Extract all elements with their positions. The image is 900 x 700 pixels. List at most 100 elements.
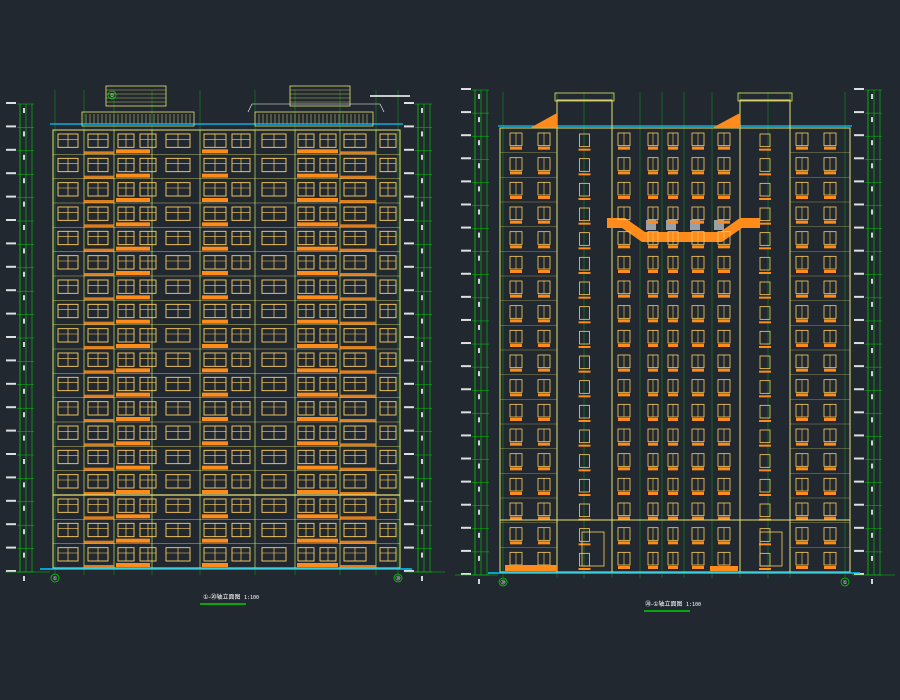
- elevation-mark: [461, 318, 471, 321]
- entrance-door: [581, 531, 605, 567]
- balcony-slab: [116, 222, 150, 227]
- balcony-slab: [84, 224, 114, 228]
- balcony-slab: [340, 321, 376, 325]
- dimension-text-mark: [478, 579, 480, 584]
- dimension-text-mark: [478, 163, 480, 169]
- elevation-mark: [854, 526, 864, 529]
- stair-window-sill: [578, 395, 591, 398]
- dimension-text-mark: [421, 459, 423, 464]
- stair-window: [759, 454, 771, 468]
- window-sill: [538, 368, 550, 372]
- dimension-text-mark: [23, 412, 25, 418]
- window-sill: [648, 368, 658, 372]
- balcony-slab: [84, 492, 114, 495]
- balcony-slab: [340, 467, 376, 471]
- stair-window-sill: [759, 494, 771, 496]
- elevation-mark: [404, 453, 414, 455]
- elevation-mark: [854, 573, 864, 575]
- left-elevation-title: ①-⑳轴立面图: [203, 593, 241, 601]
- dimension-text-mark: [871, 94, 873, 99]
- window-sill: [796, 541, 808, 545]
- balcony-slab: [116, 490, 150, 494]
- window-sill: [538, 393, 550, 397]
- stair-window: [579, 478, 590, 493]
- elevation-mark: [6, 523, 16, 526]
- window-sill: [538, 270, 550, 273]
- balcony-slab: [297, 344, 338, 348]
- stair-window: [579, 404, 590, 419]
- entrance-steps: [710, 566, 738, 571]
- balcony-slab: [297, 392, 338, 397]
- balcony-slab: [202, 319, 228, 324]
- stair-window-sill: [759, 272, 771, 274]
- elevation-mark: [461, 203, 471, 206]
- window-sill: [718, 467, 730, 471]
- window-sill: [718, 294, 730, 298]
- stair-window: [759, 306, 771, 320]
- dimension-text-mark: [478, 209, 480, 215]
- window-sill: [648, 467, 658, 471]
- window-sill: [510, 220, 522, 224]
- window-sill: [668, 196, 678, 199]
- window-sill: [538, 294, 550, 298]
- dimension-text-mark: [421, 435, 423, 441]
- elevation-mark: [461, 88, 471, 90]
- dimension-text-mark: [23, 388, 25, 394]
- window-sill: [648, 516, 658, 520]
- grid-bubble-right: ⑳: [393, 573, 403, 583]
- dimension-text-mark: [871, 417, 873, 423]
- window-sill: [668, 516, 678, 520]
- dimension-text-mark: [478, 440, 480, 446]
- window-sill: [796, 368, 808, 372]
- dimension-text-mark: [871, 117, 873, 123]
- window-sill: [692, 220, 704, 224]
- window-sill: [510, 171, 522, 175]
- window-sill: [618, 245, 630, 249]
- stair-window: [579, 429, 590, 444]
- window-sill: [510, 196, 522, 199]
- elevation-mark: [6, 312, 16, 315]
- stair-window: [579, 330, 590, 345]
- balcony-slab: [84, 394, 114, 398]
- window-sill: [510, 492, 522, 495]
- elevation-mark: [461, 503, 471, 506]
- window-sill: [796, 418, 808, 421]
- window-sill: [824, 516, 836, 520]
- dimension-text-mark: [23, 248, 25, 254]
- window-sill: [824, 220, 836, 224]
- elevation-mark: [6, 172, 16, 175]
- dimension-text-mark: [478, 417, 480, 423]
- stair-tower-cap: [554, 92, 615, 102]
- elevation-mark: [461, 295, 471, 298]
- window-sill: [692, 492, 704, 495]
- window-sill: [618, 294, 630, 298]
- window-sill: [538, 220, 550, 224]
- stair-window-sill: [578, 321, 591, 324]
- elevation-mark: [404, 102, 414, 104]
- window-sill: [648, 566, 658, 569]
- window-sill: [668, 344, 678, 347]
- balcony-slab: [340, 273, 376, 276]
- balcony-slab: [84, 540, 114, 544]
- window-sill: [668, 566, 678, 569]
- window-sill: [648, 294, 658, 298]
- balcony-slab: [297, 149, 338, 154]
- balcony-slab: [202, 368, 228, 373]
- balcony-slab: [84, 443, 114, 447]
- balcony-slab: [340, 248, 376, 252]
- window-sill: [618, 393, 630, 397]
- stair-tower: [556, 99, 613, 573]
- dimension-text-mark: [421, 295, 423, 301]
- dimension-text-mark: [871, 509, 873, 515]
- elevation-mark: [6, 242, 16, 245]
- window-sill: [618, 319, 630, 323]
- stair-window: [579, 380, 590, 394]
- elevation-mark: [854, 157, 864, 160]
- balcony-slab: [297, 246, 338, 251]
- window-sill: [668, 220, 678, 224]
- dimension-text-mark: [23, 459, 25, 464]
- stair-window-sill: [578, 148, 591, 151]
- elevation-mark: [461, 388, 471, 391]
- balcony-slab: [340, 346, 376, 349]
